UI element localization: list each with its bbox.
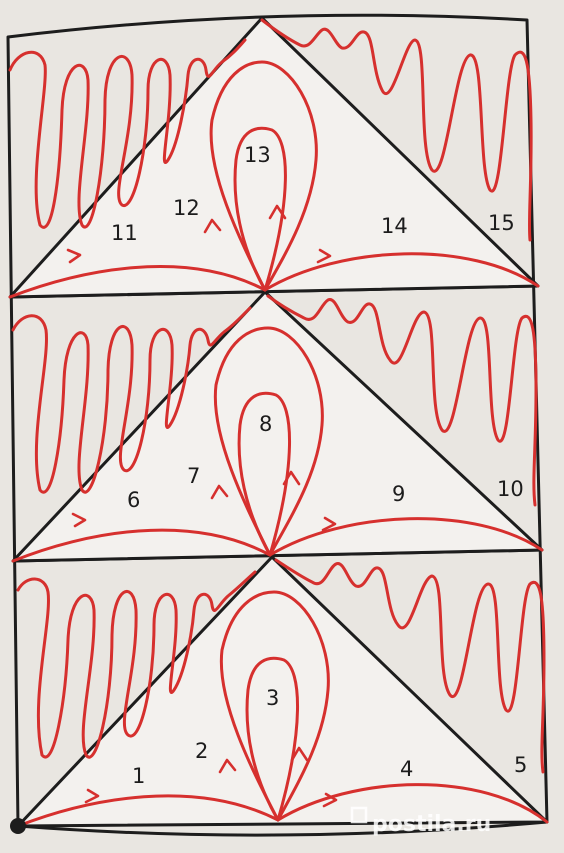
arrow-14 (316, 248, 332, 264)
meander-thread-bottom-row (16, 558, 546, 774)
stitch-path-4 (276, 783, 549, 824)
arrow-4 (322, 792, 338, 808)
triangle-top (8, 16, 540, 299)
stitch-path-14 (263, 252, 540, 292)
stitch-path-1 (16, 794, 280, 828)
step-label-12: 12 (173, 196, 200, 220)
meander-thread-middle-row (11, 294, 538, 507)
stitch-paths-top (8, 60, 540, 299)
arrow-13 (268, 204, 287, 220)
triangles (8, 16, 549, 828)
arrow-7 (210, 484, 229, 500)
arrow-9 (321, 516, 337, 532)
step-label-3: 3 (266, 686, 279, 710)
watermark-logo-icon (350, 806, 368, 824)
stitch-path-8-inner (237, 391, 291, 557)
stitch-path-13-inner (233, 126, 287, 292)
step-label-1: 1 (132, 764, 145, 788)
step-label-8: 8 (259, 412, 272, 436)
stitch-path-3-inner (245, 656, 299, 822)
arrow-6 (71, 512, 87, 528)
stitch-path-6 (11, 528, 272, 563)
arrow-3 (290, 746, 309, 762)
stitch-paths-middle (11, 326, 544, 563)
stitch-path-9 (268, 517, 544, 557)
step-label-7: 7 (187, 464, 200, 488)
stitch-paths-bottom (16, 590, 549, 828)
step-label-14: 14 (381, 214, 408, 238)
stitch-path-7-8 (213, 326, 324, 557)
stitch-path-2-3 (219, 590, 330, 822)
watermark-text: postila.ru (372, 812, 491, 837)
arrow-2 (218, 758, 237, 774)
step-labels: 1 2 3 4 5 6 7 8 9 10 11 12 13 14 15 (111, 143, 527, 788)
step-label-11: 11 (111, 221, 138, 245)
triangle-bottom (16, 555, 549, 828)
arrow-8 (282, 470, 301, 486)
step-label-4: 4 (400, 757, 413, 781)
stitch-path-12-13 (209, 60, 318, 292)
step-label-2: 2 (195, 739, 208, 763)
watermark: postila.ru (350, 806, 491, 837)
step-label-9: 9 (392, 482, 405, 506)
arrow-11 (66, 248, 82, 264)
step-label-5: 5 (514, 753, 527, 777)
arrow-1 (84, 788, 100, 804)
arrow-12 (203, 218, 222, 234)
step-label-10: 10 (497, 477, 524, 501)
stitch-path-11 (8, 265, 267, 299)
triangle-middle (11, 290, 544, 563)
step-label-15: 15 (488, 211, 515, 235)
meander-thread-top-row (8, 18, 533, 242)
start-point-dot (10, 818, 26, 834)
step-label-6: 6 (127, 488, 140, 512)
step-label-13: 13 (244, 143, 271, 167)
